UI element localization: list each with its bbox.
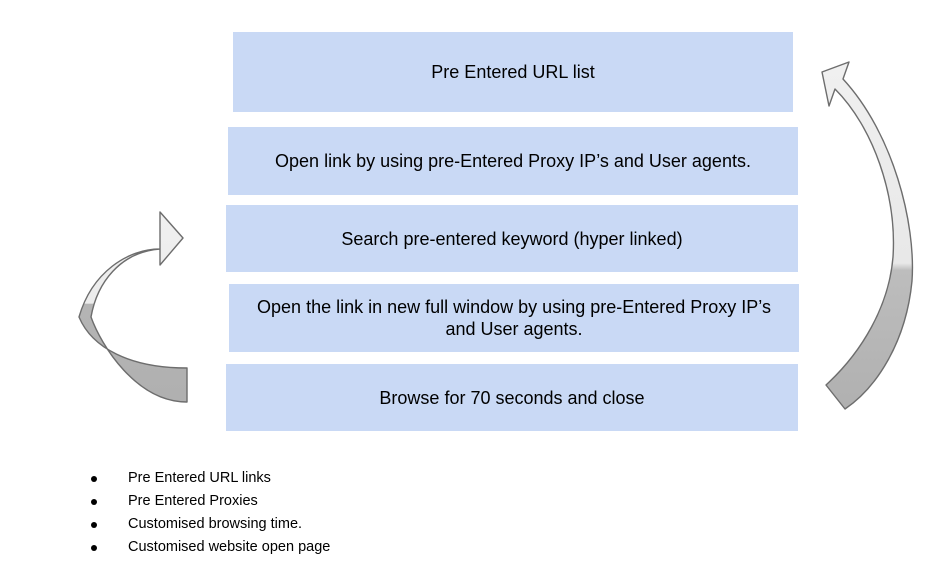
right-arrow-shape [821,61,914,410]
list-item: Customised website open page [88,536,330,559]
process-step-box-5: Browse for 70 seconds and close [226,364,798,431]
left-arrow-shape [78,211,188,403]
left-curved-arrow [78,211,188,403]
process-step-label-3: Search pre-entered keyword (hyper linked… [341,228,683,249]
process-step-box-4: Open the link in new full window by usin… [229,284,799,352]
bullet-icon [91,499,97,505]
process-step-label-4: Open the link in new full window by usin… [257,297,771,339]
feature-list: Pre Entered URL links Pre Entered Proxie… [88,467,330,559]
process-step-label-2: Open link by using pre-Entered Proxy IP’… [275,151,751,171]
right-curved-arrow [821,61,914,410]
list-item: Customised browsing time. [88,513,330,536]
bullet-icon [91,545,97,551]
list-item-label: Pre Entered Proxies [128,493,258,509]
list-item: Pre Entered Proxies [88,490,330,513]
process-step-box-3: Search pre-entered keyword (hyper linked… [226,205,798,272]
process-step-box-2: Open link by using pre-Entered Proxy IP’… [228,127,798,195]
list-item: Pre Entered URL links [88,467,330,490]
process-step-label-1: Pre Entered URL list [431,62,595,82]
list-item-label: Customised browsing time. [128,516,303,532]
process-step-box-1: Pre Entered URL list [233,32,793,112]
list-item-label: Pre Entered URL links [128,470,271,486]
list-item-label: Customised website open page [128,539,331,555]
process-step-label-5: Browse for 70 seconds and close [379,387,645,408]
bullet-icon [91,476,97,482]
bullet-icon [91,522,97,528]
